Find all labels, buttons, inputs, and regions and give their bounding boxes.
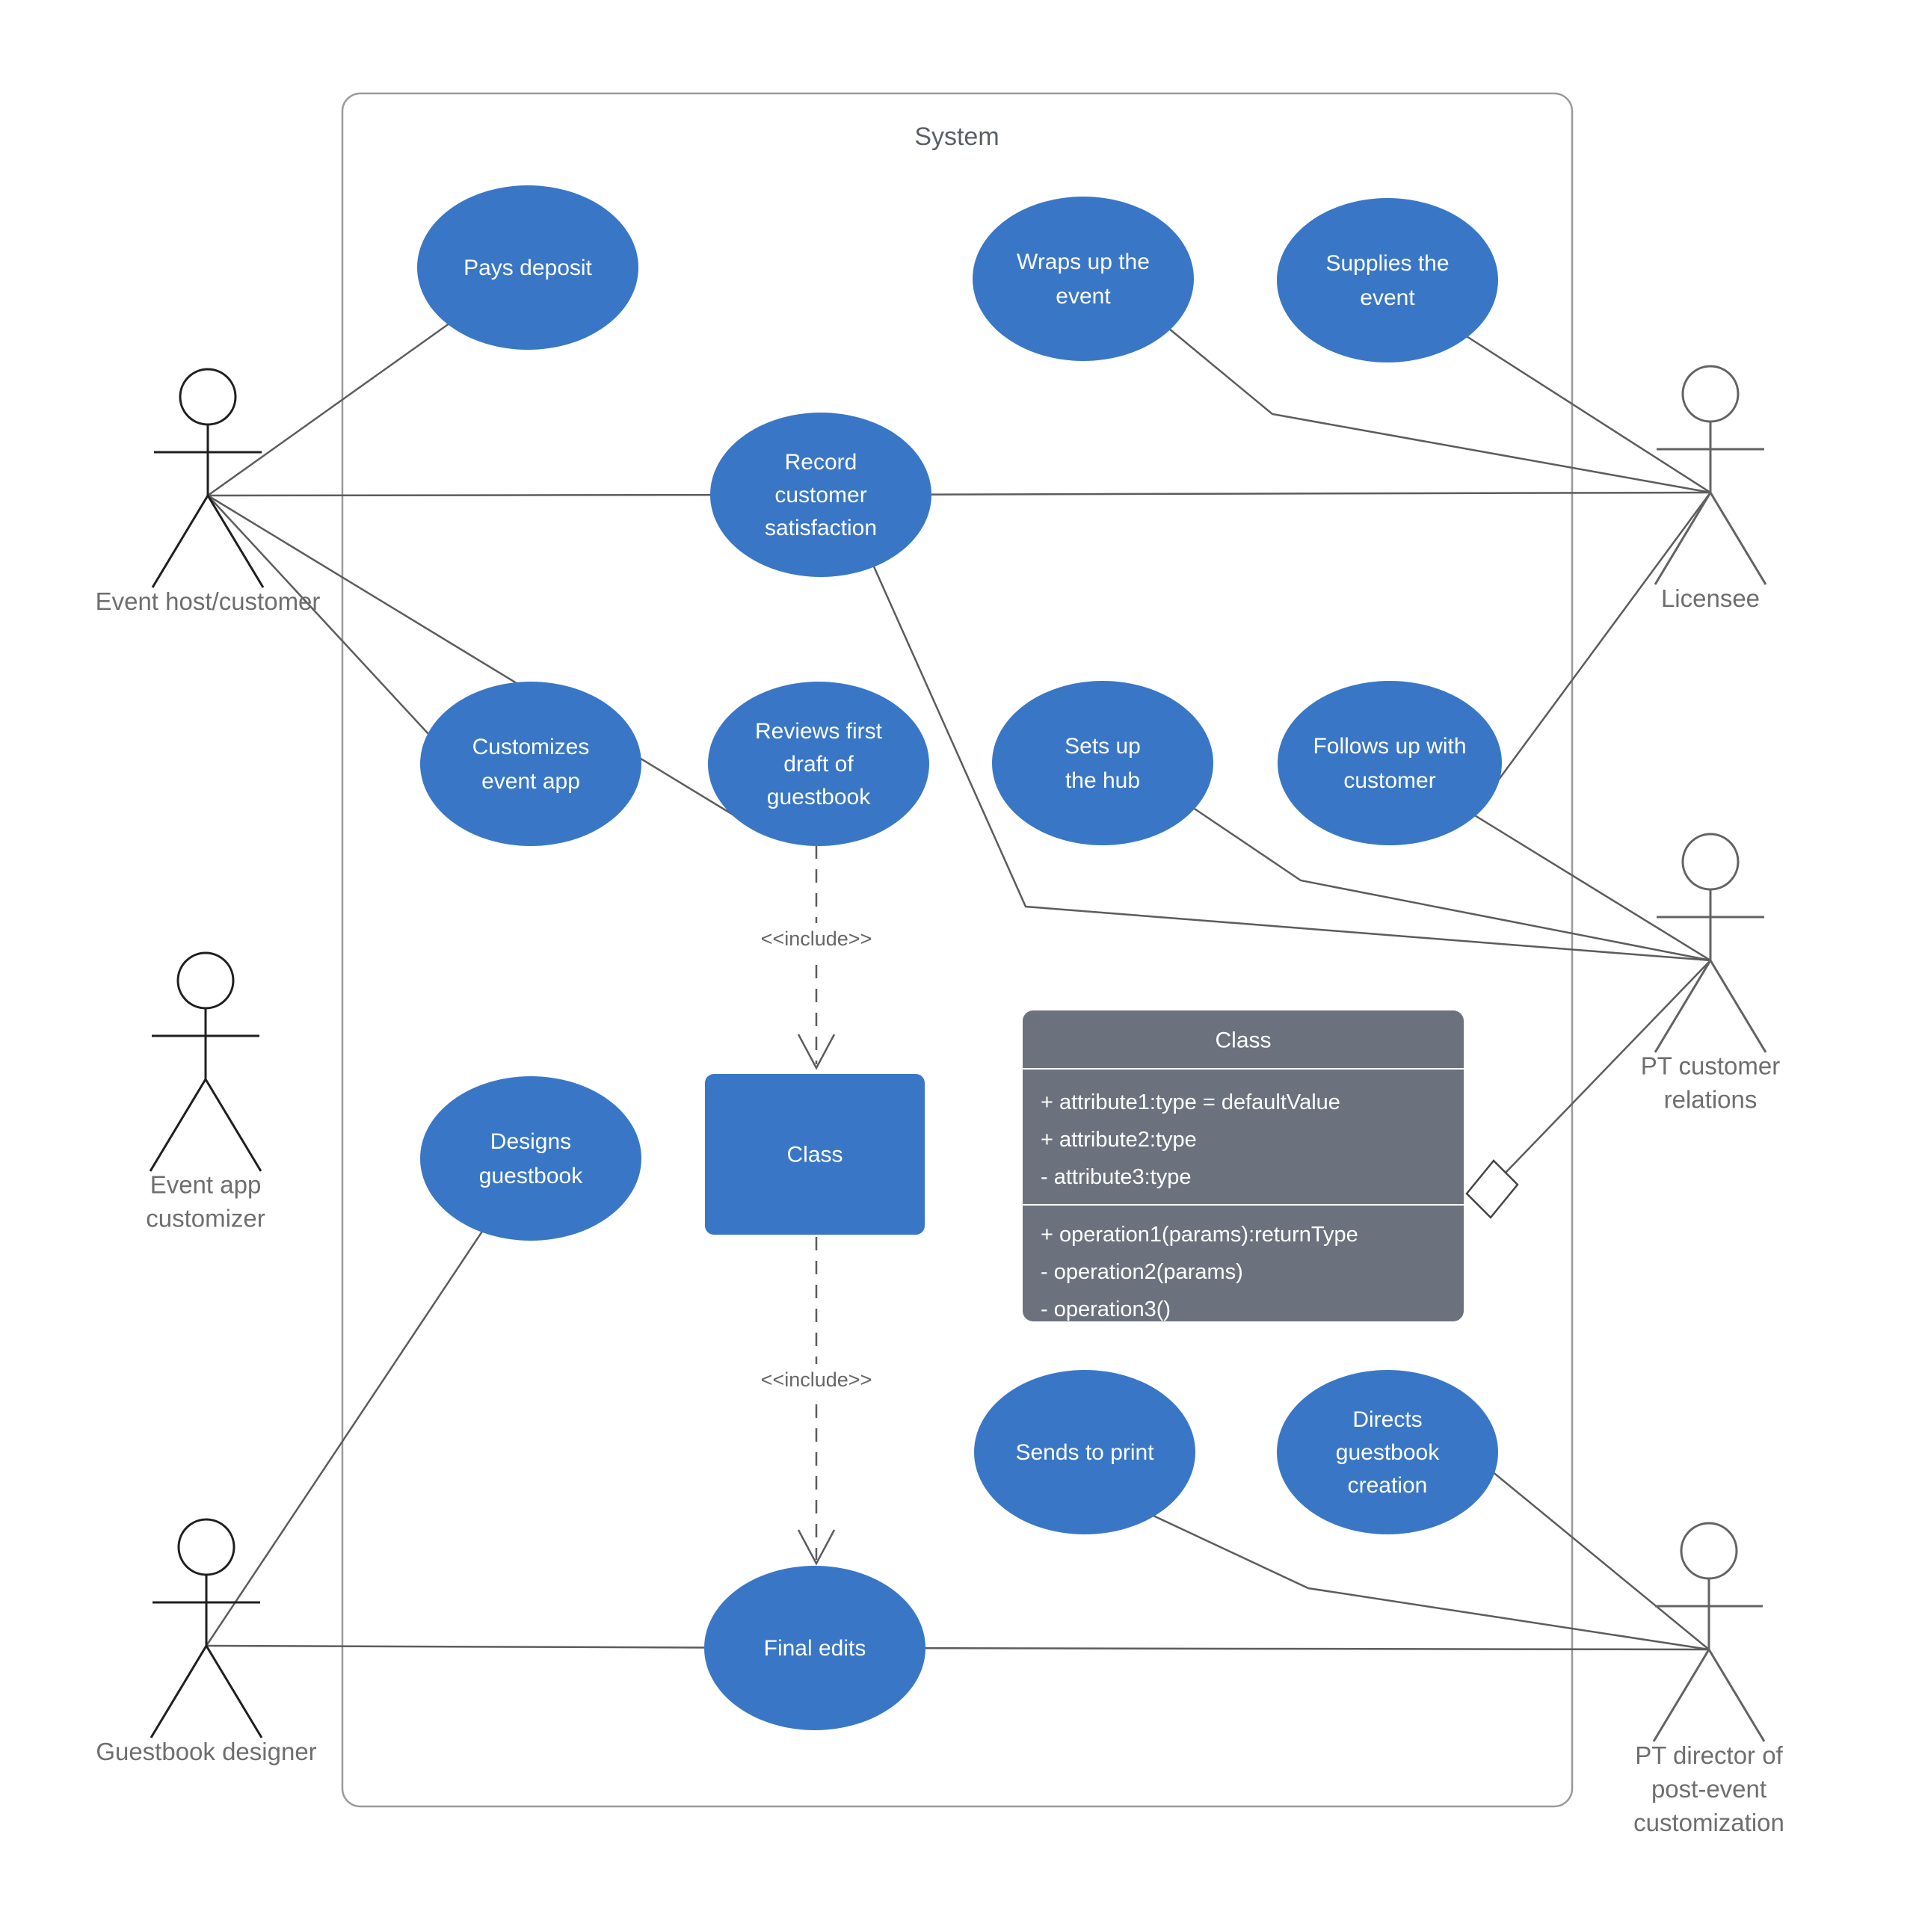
actor-label-licensee: Licensee <box>1661 584 1760 612</box>
usecase-ellipse <box>417 185 638 350</box>
actor-head-icon <box>179 368 237 426</box>
actor-head-icon <box>1680 1522 1738 1580</box>
uml-class-box: Class + attribute1:type = defaultValue +… <box>1023 1010 1519 1321</box>
usecase-pays-deposit: Pays deposit <box>417 185 638 350</box>
actor-label-guestbook-designer: Guestbook designer <box>96 1738 316 1765</box>
assoc-sends-to-print-pt-director <box>1143 1510 1710 1651</box>
assoc-sets-up-hub-pt-relations <box>1180 798 1711 962</box>
include-label-background <box>751 1364 882 1395</box>
usecase-ellipse <box>973 197 1194 361</box>
usecase-ellipse <box>974 1370 1195 1534</box>
include-label-background <box>751 923 882 954</box>
actor-pt-customer-relations <box>1654 833 1767 1053</box>
actor-head-icon <box>177 1518 235 1576</box>
actor-event-app-customizer <box>149 951 262 1172</box>
uml-class-box-shape <box>1023 1010 1464 1321</box>
actor-head-icon <box>1681 365 1740 423</box>
class-box-title: Class <box>1215 1028 1271 1053</box>
actor-body-icon <box>1654 889 1767 1053</box>
include-label-top: <<include>> <box>761 928 872 950</box>
usecase-label: Final edits <box>764 1636 866 1661</box>
usecase-ellipse <box>704 1566 925 1730</box>
actor-head-icon <box>176 951 235 1010</box>
include-label-bottom: <<include>> <box>761 1368 872 1391</box>
actor-body-icon <box>149 1008 262 1172</box>
class-operation: - operation3() <box>1041 1297 1171 1321</box>
assoc-record-satisfaction-licensee <box>820 491 1711 496</box>
class-rectangle-label: Class <box>786 1143 843 1167</box>
actor-label-event-host: Event host/customer <box>96 587 321 615</box>
usecase-ellipse <box>420 682 641 846</box>
actor-head-icon <box>1681 833 1740 891</box>
actor-pt-director <box>1652 1522 1766 1742</box>
aggregation-diamond-icon <box>1465 1159 1519 1219</box>
class-operation: + operation1(params):returnType <box>1041 1223 1358 1247</box>
usecase-ellipse <box>708 682 929 846</box>
class-attribute: + attribute2:type <box>1041 1128 1197 1152</box>
usecase-label: Pays deposit <box>463 256 592 280</box>
actor-body-icon <box>151 425 265 588</box>
actor-licensee <box>1654 365 1767 585</box>
assoc-supplies-licensee <box>1450 324 1711 494</box>
class-rectangle: Class <box>705 1074 925 1235</box>
assoc-record-satisfaction-pt-relations <box>866 551 1711 962</box>
class-attribute: + attribute1:type = defaultValue <box>1041 1090 1340 1114</box>
usecase-ellipse <box>710 413 931 577</box>
arrowhead-icon <box>797 1034 836 1070</box>
usecase-ellipse <box>1277 1370 1498 1534</box>
actor-guestbook-designer <box>150 1518 263 1738</box>
actor-body-icon <box>1654 422 1767 585</box>
assoc-guestbook-designer-designs <box>205 1158 532 1646</box>
assoc-final-edits-pt-director <box>814 1646 1710 1651</box>
include-arrows: <<include>> <<include>> <box>751 774 882 1566</box>
class-attribute: - attribute3:type <box>1041 1165 1192 1189</box>
assoc-licensee-follows-up <box>1482 492 1712 800</box>
usecase-ellipse <box>420 1076 641 1241</box>
assoc-class-diamond-pt-relations <box>1505 960 1711 1173</box>
assoc-event-host-reviews-draft <box>207 494 756 830</box>
actor-event-host <box>151 368 265 588</box>
usecase-ellipse <box>992 681 1213 845</box>
association-lines <box>205 266 1712 1651</box>
usecase-label: Sends to print <box>1015 1440 1154 1465</box>
arrowhead-icon <box>797 1529 836 1566</box>
usecase-sends-to-print: Sends to print <box>974 1370 1195 1534</box>
class-operation: - operation2(params) <box>1041 1260 1243 1284</box>
system-boundary-title: System <box>914 123 999 151</box>
assoc-wraps-up-licensee <box>1150 313 1711 494</box>
actor-body-icon <box>150 1575 263 1738</box>
usecase-ellipse <box>1278 681 1502 845</box>
usecase-ellipse <box>1277 198 1498 362</box>
class-rectangle-shape <box>705 1074 925 1235</box>
usecase-final-edits: Final edits <box>704 1566 925 1730</box>
actor-body-icon <box>1652 1578 1766 1742</box>
